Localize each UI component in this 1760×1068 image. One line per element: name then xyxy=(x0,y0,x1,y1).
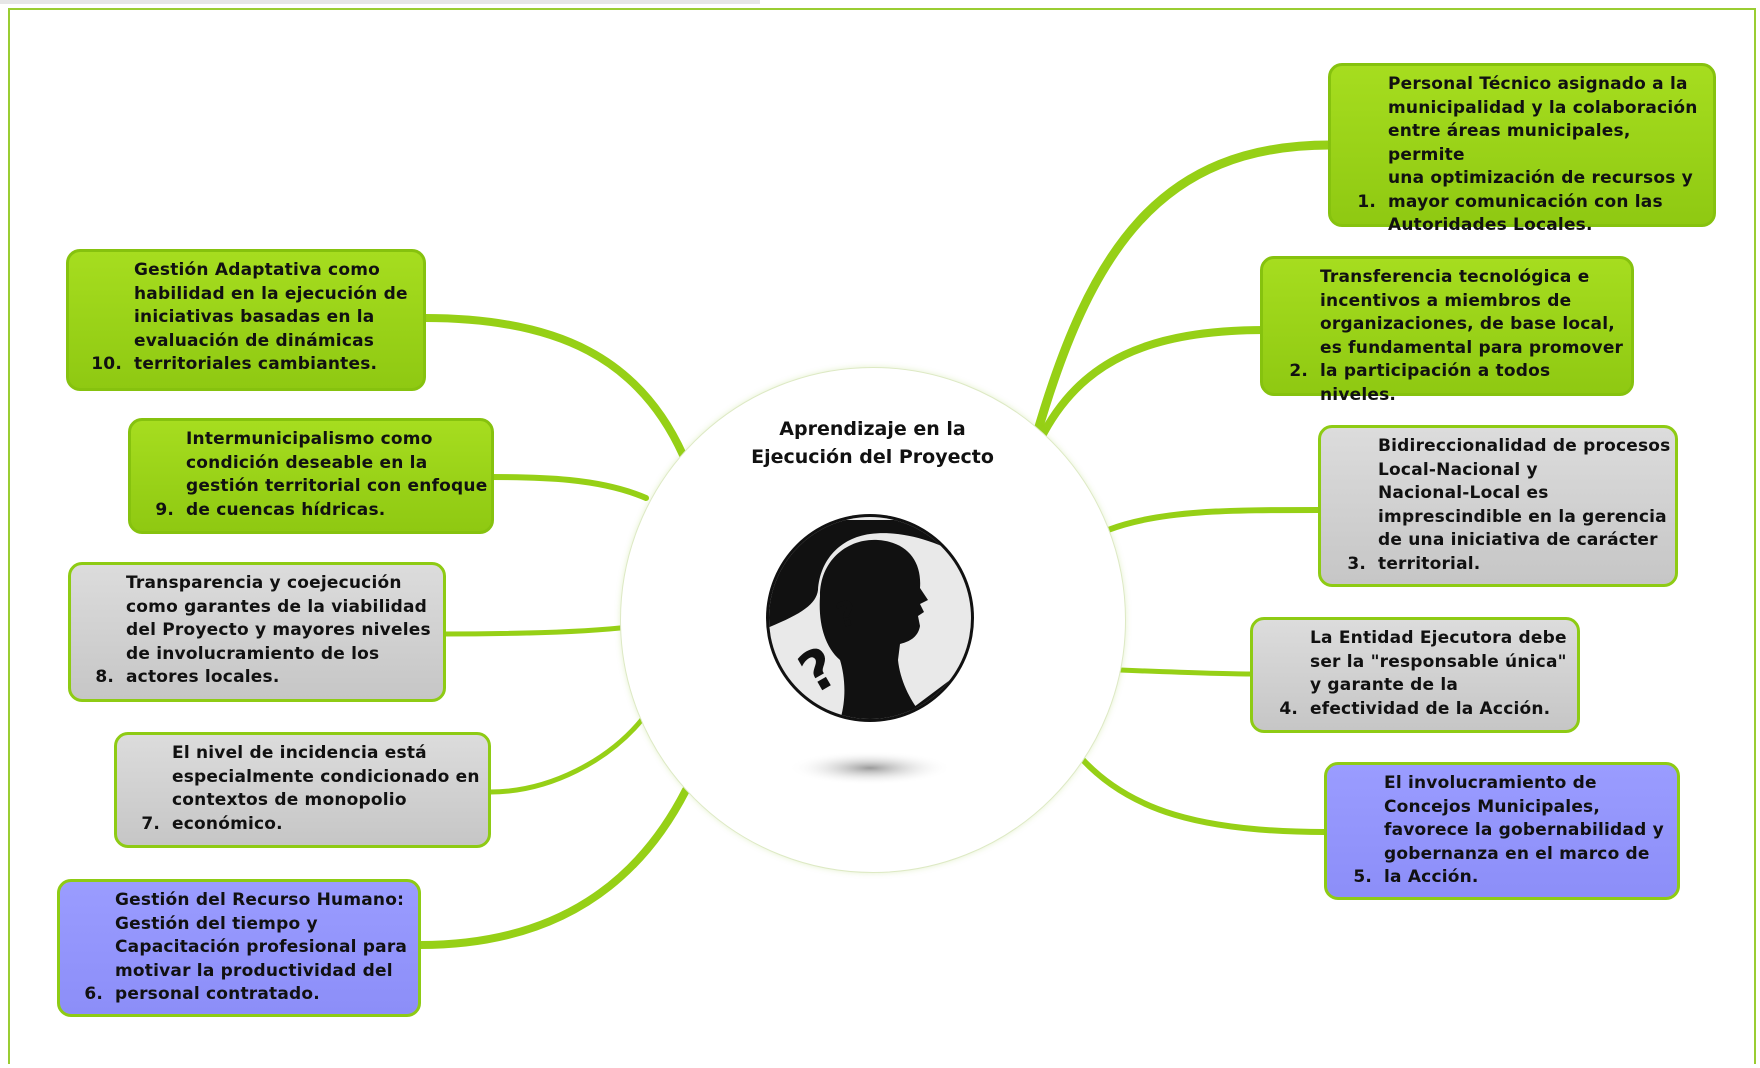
branch-10 xyxy=(421,314,687,459)
idea-node-number: 1. xyxy=(1357,191,1376,212)
idea-node-number: 8. xyxy=(95,667,114,687)
idea-node-number: 9. xyxy=(155,499,174,520)
idea-node-text: Gestión del Recurso Humano: Gestión del … xyxy=(115,890,408,1004)
branch-4 xyxy=(1117,667,1253,677)
branch-3 xyxy=(1105,507,1323,533)
idea-node-1[interactable]: 1. Personal Técnico asignado a la municip… xyxy=(1328,63,1716,235)
canvas-frame xyxy=(8,8,1756,1064)
idea-node-3[interactable]: 3. Bidireccionalidad de procesos Local-Na… xyxy=(1318,425,1678,587)
branch-1 xyxy=(1031,140,1335,442)
idea-node-text: Transferencia tecnológica e incentivos a… xyxy=(1320,267,1624,405)
idea-node-4[interactable]: 4. La Entidad Ejecutora debe ser la "resp… xyxy=(1250,617,1580,733)
idea-node-text: El involucramiento de Concejos Municipal… xyxy=(1384,773,1664,887)
idea-node-number: 3. xyxy=(1347,553,1366,574)
idea-node-8[interactable]: 8. Transparencia y coejecución como garan… xyxy=(68,562,446,702)
idea-node-number: 10. xyxy=(91,354,122,374)
idea-node-text: Transparencia y coejecución como garante… xyxy=(126,573,431,687)
idea-node-number: 7. xyxy=(141,813,160,834)
head-question-icon: ? ? xyxy=(766,514,974,785)
idea-node-text: Gestión Adaptativa como habilidad en la … xyxy=(134,260,408,374)
idea-node-7[interactable]: 7. El nivel de incidencia está especialme… xyxy=(114,732,491,848)
idea-node-number: 5. xyxy=(1353,867,1372,887)
idea-node-10[interactable]: 10. Gestión Adaptativa como habilidad en … xyxy=(66,249,426,391)
idea-node-6[interactable]: 6. Gestión del Recurso Humano: Gestión de… xyxy=(57,879,421,1017)
idea-node-number: 4. xyxy=(1279,698,1298,719)
idea-node-5[interactable]: 5. El involucramiento de Concejos Municip… xyxy=(1324,762,1680,900)
idea-node-text: El nivel de incidencia está especialment… xyxy=(172,743,480,834)
idea-node-2[interactable]: 2. Transferencia tecnológica e incentivos… xyxy=(1260,256,1634,405)
branch-8 xyxy=(437,625,623,637)
idea-node-number: 2. xyxy=(1289,361,1308,381)
branch-9 xyxy=(487,474,649,501)
idea-node-text: Personal Técnico asignado a la municipal… xyxy=(1388,74,1698,235)
branch-6 xyxy=(416,786,690,949)
idea-node-number: 6. xyxy=(84,984,103,1004)
central-topic-title: Aprendizaje en la Ejecución del Proyecto xyxy=(751,418,994,468)
branch-7 xyxy=(487,714,647,795)
idea-node-text: La Entidad Ejecutora debe ser la "respon… xyxy=(1310,628,1567,719)
top-strip xyxy=(0,0,760,4)
idea-node-9[interactable]: 9. Intermunicipalismo como condición dese… xyxy=(128,418,494,534)
idea-node-text: Intermunicipalismo como condición deseab… xyxy=(186,429,488,520)
branch-2 xyxy=(1036,326,1269,444)
branch-5 xyxy=(1080,757,1328,835)
idea-node-text: Bidireccionalidad de procesos Local-Naci… xyxy=(1378,436,1671,574)
